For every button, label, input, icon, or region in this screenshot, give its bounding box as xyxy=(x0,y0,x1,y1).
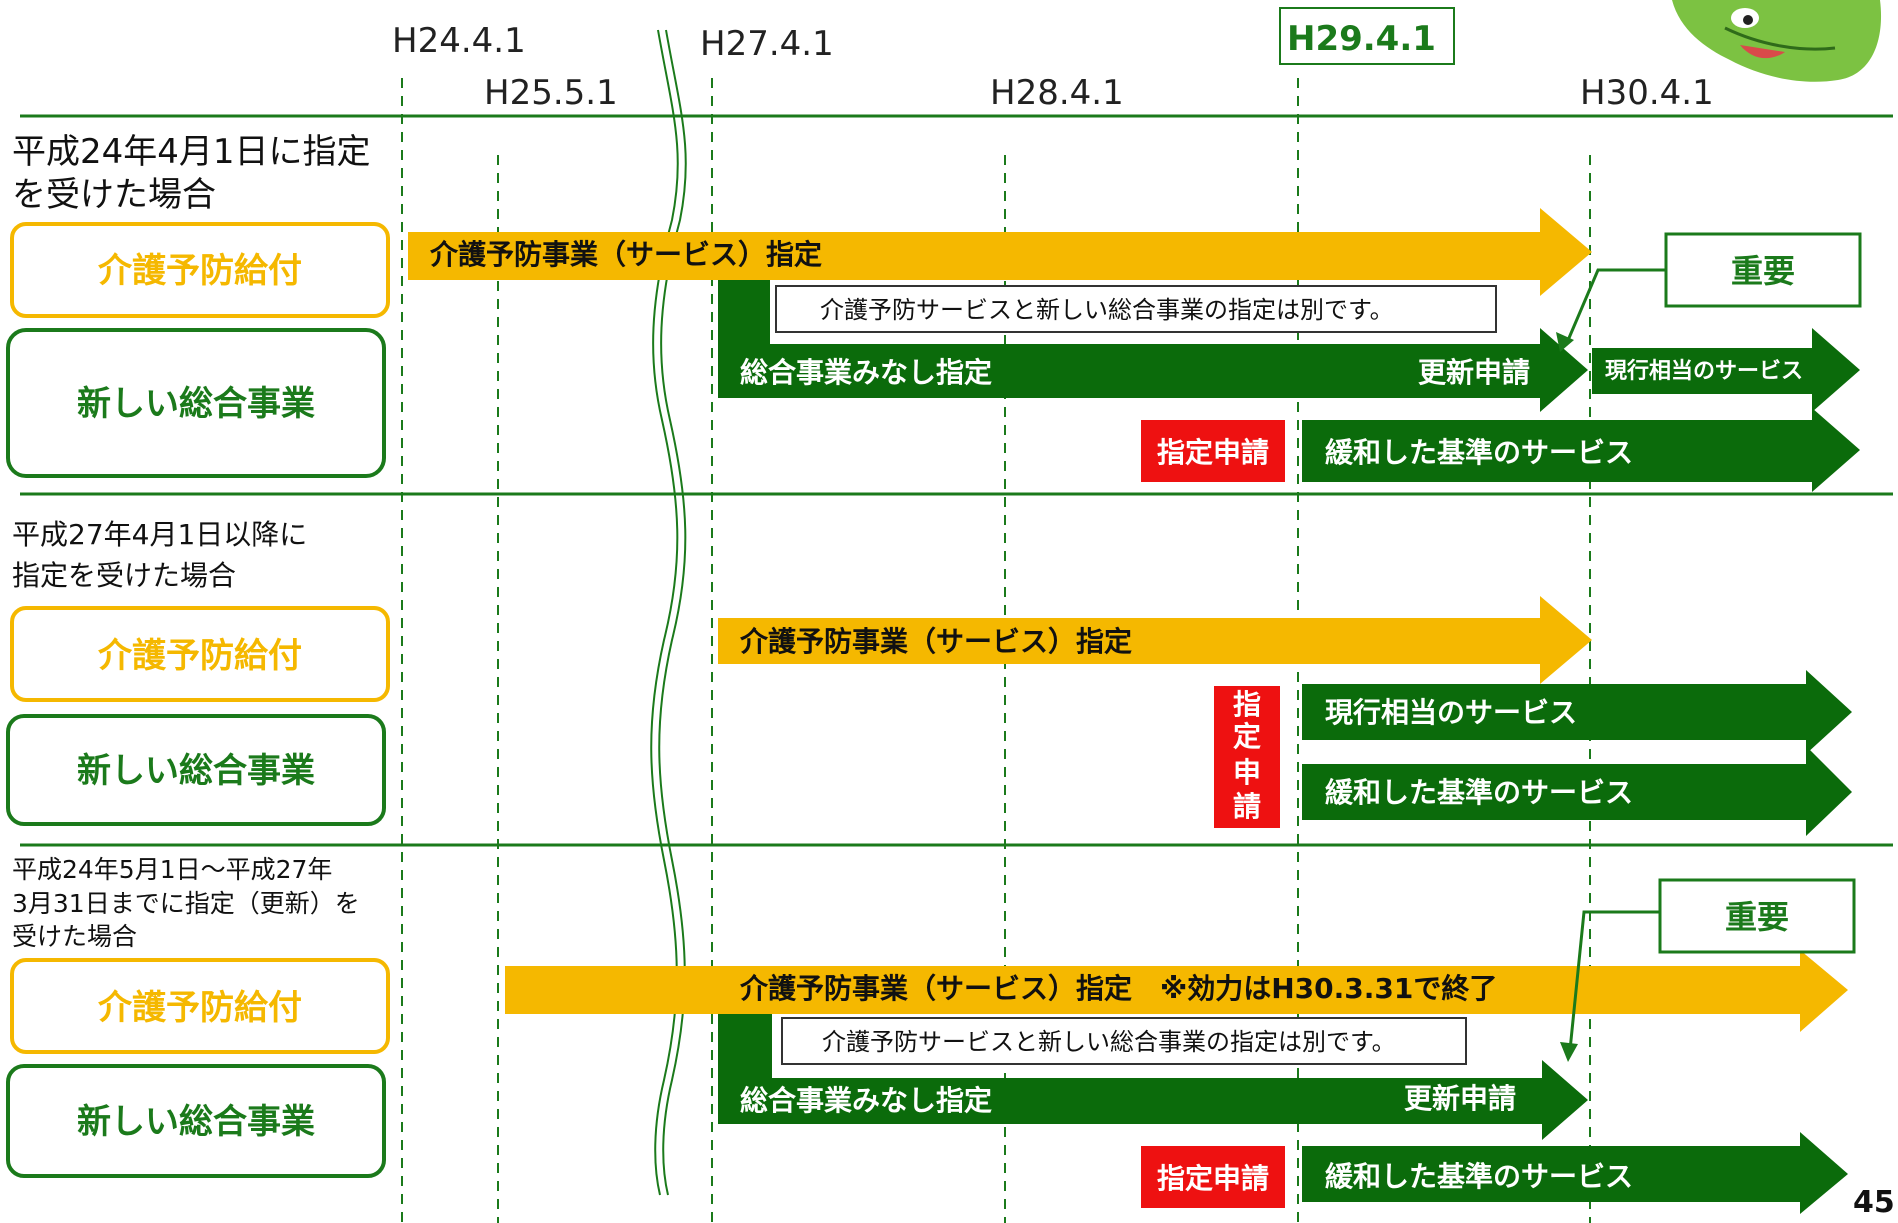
section-2: 平成27年4月1日以降に 指定を受けた場合 介護予防給付 新しい総合事業 介護予… xyxy=(6,518,1852,836)
arrow-label-genkou-2: 現行相当のサービス xyxy=(1325,696,1577,729)
section-1: 平成24年4月1日に指定 を受けた場合 介護予防給付 新しい総合事業 介護予防事… xyxy=(6,132,1862,492)
arrow-kanwa-service-2 xyxy=(1302,746,1852,836)
label-koushin-shinsei-3: 更新申請 xyxy=(1404,1082,1516,1115)
date-label-h25: H25.5.1 xyxy=(484,73,618,113)
important-box-1 xyxy=(1664,232,1862,308)
important-label-3: 重要 xyxy=(1725,898,1789,936)
arrow-label-kanwa-2: 緩和した基準のサービス xyxy=(1325,776,1633,809)
shitei-shinsei-badge-2 xyxy=(1214,686,1280,828)
page-number: 45 xyxy=(1853,1185,1895,1220)
arrow-label-genkou-1: 現行相当のサービス xyxy=(1605,358,1803,384)
category-box-kaigo-yobou-3 xyxy=(10,958,390,1054)
arrow-label-kaigo-yobou-3: 介護予防事業（サービス）指定 ※効力はH30.3.31で終了 xyxy=(739,972,1497,1005)
arrow-label-kanwa-3: 緩和した基準のサービス xyxy=(1325,1160,1633,1193)
shitei-shinsei-badge-1 xyxy=(1141,420,1285,482)
category-label-kaigo-yobou-2: 介護予防給付 xyxy=(98,636,302,676)
note-text-1: 介護予防サービスと新しい総合事業の指定は別です。 xyxy=(820,296,1394,324)
date-label-h24: H24.4.1 xyxy=(392,21,526,61)
timeline-break-line xyxy=(650,29,687,1196)
arrow-label-kaigo-yobou-1: 介護予防事業（サービス）指定 xyxy=(429,238,822,271)
section-1-title-line1: 平成24年4月1日に指定 xyxy=(12,132,371,172)
category-box-sougou-2 xyxy=(6,714,386,826)
category-box-sougou-3 xyxy=(6,1064,386,1178)
date-label-h28: H28.4.1 xyxy=(990,73,1124,113)
arrow-kanwa-service-3 xyxy=(1302,1132,1848,1214)
category-box-kaigo-yobou-2 xyxy=(10,606,390,702)
date-h29-box xyxy=(1279,7,1455,65)
shitei-char-2: 定 xyxy=(1233,720,1261,753)
date-label-h27: H27.4.1 xyxy=(700,24,834,64)
arrow-genkou-service-1 xyxy=(1592,328,1860,412)
shitei-char-1: 指 xyxy=(1233,688,1261,721)
important-pointer-head-3 xyxy=(1560,1042,1578,1062)
arrow-sougou-minashi-1 xyxy=(718,280,1588,412)
category-box-kaigo-yobou-1 xyxy=(10,222,390,318)
section-3-title-line2: 3月31日までに指定（更新）を xyxy=(12,889,360,918)
shitei-shinsei-badge-3 xyxy=(1141,1146,1285,1208)
category-label-kaigo-yobou-1: 介護予防給付 xyxy=(98,251,302,291)
mascot-illustration xyxy=(1672,0,1882,82)
section-1-title-line2: を受けた場合 xyxy=(12,175,216,215)
shitei-char-3: 申 xyxy=(1233,756,1261,789)
note-text-3: 介護予防サービスと新しい総合事業の指定は別です。 xyxy=(822,1028,1396,1056)
category-box-sougou-1 xyxy=(6,328,386,478)
category-label-kaigo-yobou-3: 介護予防給付 xyxy=(98,988,302,1028)
shitei-shinsei-label-3: 指定申請 xyxy=(1157,1162,1269,1195)
label-koushin-shinsei-1: 更新申請 xyxy=(1418,356,1530,389)
important-pointer-head-1 xyxy=(1556,332,1574,352)
section-3: 平成24年5月1日～平成27年 3月31日までに指定（更新）を 受けた場合 介護… xyxy=(6,855,1856,1214)
arrow-label-minashi-3: 総合事業みなし指定 xyxy=(740,1084,992,1117)
important-pointer-3 xyxy=(1568,910,1660,1051)
section-2-title-line2: 指定を受けた場合 xyxy=(12,559,236,592)
arrow-label-minashi-1: 総合事業みなし指定 xyxy=(740,356,992,389)
note-box-1 xyxy=(775,285,1497,333)
category-label-sougou-1: 新しい総合事業 xyxy=(77,384,315,424)
arrow-kaigo-yobou-designation-2 xyxy=(718,596,1592,684)
section-3-title-line1: 平成24年5月1日～平成27年 xyxy=(12,855,332,884)
important-label-1: 重要 xyxy=(1731,252,1795,290)
category-label-sougou-2: 新しい総合事業 xyxy=(77,751,315,791)
shitei-char-4: 請 xyxy=(1233,790,1261,823)
date-label-h29: H29.4.1 xyxy=(1287,19,1436,59)
arrow-kaigo-yobou-designation-1 xyxy=(408,208,1592,296)
section-2-title-line1: 平成27年4月1日以降に xyxy=(12,518,307,551)
section-3-title-line3: 受けた場合 xyxy=(12,922,137,951)
arrow-kaigo-yobou-designation-3 xyxy=(505,950,1848,1032)
category-label-sougou-3: 新しい総合事業 xyxy=(77,1102,315,1142)
important-box-3 xyxy=(1658,878,1856,954)
note-box-3 xyxy=(781,1017,1467,1065)
arrow-sougou-minashi-3 xyxy=(718,1014,1588,1140)
date-label-h30: H30.4.1 xyxy=(1580,73,1714,113)
arrow-genkou-service-2 xyxy=(1302,670,1852,754)
arrow-label-kaigo-yobou-2: 介護予防事業（サービス）指定 xyxy=(739,625,1132,658)
shitei-shinsei-label-1: 指定申請 xyxy=(1157,436,1269,469)
arrow-kanwa-service-1 xyxy=(1302,408,1860,492)
arrow-label-kanwa-1: 緩和した基準のサービス xyxy=(1325,436,1633,469)
important-pointer-1 xyxy=(1564,268,1666,346)
